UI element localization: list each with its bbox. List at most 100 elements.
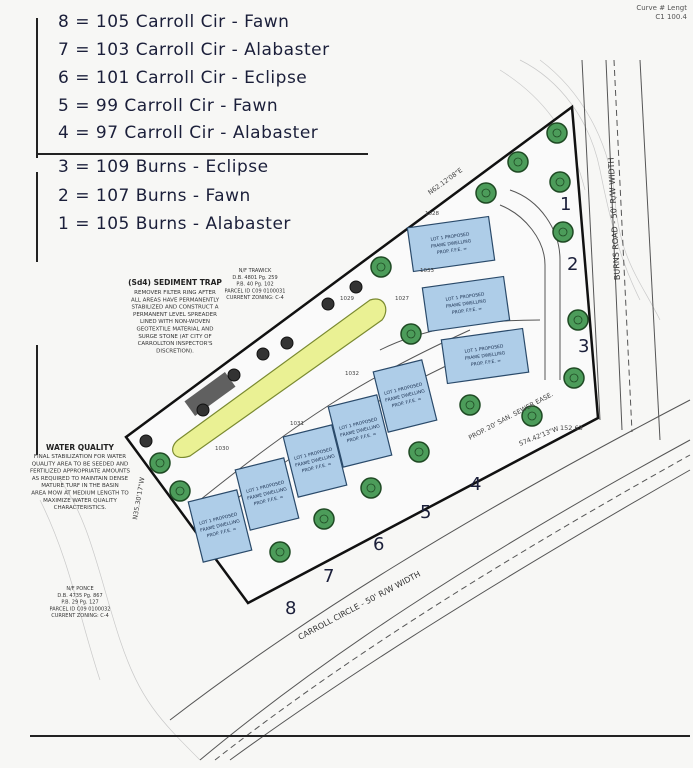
tree-icon <box>549 171 571 193</box>
legend-key: 7 <box>58 40 70 60</box>
house-rect <box>234 457 300 531</box>
small-tree-icon <box>196 403 210 417</box>
legend-key: 5 <box>58 96 70 116</box>
curve-table-line1: Curve # Lengt <box>636 4 687 12</box>
lot-number-6: 6 <box>373 534 384 555</box>
legend-key: 3 <box>58 157 70 177</box>
tree-icon <box>408 441 430 463</box>
trees <box>139 122 589 563</box>
legend-dash: - <box>225 12 245 32</box>
legend-color: Eclipse <box>205 157 269 177</box>
tree-icon <box>567 309 589 331</box>
water-note: WATER QUALITY FINAL STABILIZATION FOR WA… <box>30 443 131 511</box>
note-line: AS REQUIRED TO MAINTAIN DENSE <box>32 476 129 482</box>
legend-key: 6 <box>58 68 70 88</box>
legend-item-4: 4 = 97 Carroll Cir - Alabaster <box>58 123 318 143</box>
contour-label: 1029 <box>340 296 354 302</box>
legend-equals: = <box>69 123 96 143</box>
legend-item-1: 1 = 105 Burns - Alabaster <box>58 214 291 234</box>
bottom-rule <box>30 735 690 737</box>
house-rect <box>440 327 530 385</box>
sediment-note: (Sd4) SEDIMENT TRAP REMOVER FILTER RING … <box>128 278 222 354</box>
tree-icon <box>149 452 171 474</box>
legend-address: 103 Carroll Cir <box>95 40 226 60</box>
note-line: P.B. 40 Pg. 102 <box>236 282 273 288</box>
burns-road <box>581 59 661 441</box>
legend-address: 105 Burns <box>95 214 188 234</box>
legend-dash: - <box>187 214 206 234</box>
hatch-area <box>184 372 236 416</box>
note-line: PARCEL ID C09 0100031 <box>225 288 286 294</box>
legend-item-6: 6 = 101 Carroll Cir - Eclipse <box>58 68 307 88</box>
note-line: FERTILIZED APPROPRIATE AMOUNTS <box>30 469 131 475</box>
tree-icon <box>521 405 543 427</box>
house-label: PROP. F.F.E. = <box>437 246 468 256</box>
note-line: CARROLLTON INSPECTOR'S <box>138 341 213 347</box>
note-line: MATURE TURF IN THE BASIN <box>41 483 119 489</box>
legend-color: Fawn <box>232 96 279 116</box>
house-rect <box>406 215 496 273</box>
small-tree-icon <box>321 297 335 311</box>
house-label: LOT 1 PROPOSED <box>464 343 504 354</box>
legend-equals: = <box>69 186 96 206</box>
house-label: PROP. F.F.E. = <box>452 306 483 316</box>
tree-icon <box>400 323 422 345</box>
note-line: N/F TRAWICK <box>239 268 272 274</box>
note-line: N/F PONCE <box>66 586 93 592</box>
legend-color: Alabaster <box>205 214 291 234</box>
curve-table-line2: C1 100.4 <box>655 13 687 21</box>
contour-label: 1031 <box>290 421 304 427</box>
legend-address: 109 Burns <box>95 157 188 177</box>
legend-dash: - <box>214 96 233 116</box>
legend-address: 101 Carroll Cir <box>95 68 226 88</box>
legend-dash: - <box>214 123 233 143</box>
note-line: REMOVER FILTER RING AFTER <box>134 290 216 296</box>
lot-number-8: 8 <box>285 598 296 619</box>
legend-item-5: 5 = 99 Carroll Cir - Fawn <box>58 96 278 116</box>
legend-equals: = <box>69 12 96 32</box>
bearing-left: N35.30'17"W <box>131 476 146 520</box>
small-tree-icon <box>256 347 270 361</box>
curve-table-header: Curve # Lengt C1 100.4 <box>636 4 687 22</box>
legend-bracket-lower <box>36 345 38 455</box>
legend-color: Eclipse <box>244 68 308 88</box>
note-line: PARCEL ID C09 0100032 <box>50 606 111 612</box>
legend-address: 97 Carroll Cir <box>95 123 215 143</box>
legend-bracket-top <box>36 18 38 158</box>
legend-item-2: 2 = 107 Burns - Fawn <box>58 186 251 206</box>
house-label: LOT 1 PROPOSED <box>445 291 485 302</box>
note-line: CURRENT ZONING: C-4 <box>226 295 284 301</box>
legend-bracket-bottom <box>36 172 38 262</box>
lot-number-1: 1 <box>560 194 571 215</box>
house-rect <box>421 275 511 333</box>
legend-item-3: 3 = 109 Burns - Eclipse <box>58 157 269 177</box>
tree-icon <box>546 122 568 144</box>
contour-label: 1032 <box>345 371 359 377</box>
legend-dash: - <box>187 157 206 177</box>
legend-key: 8 <box>58 12 70 32</box>
lot-number-4: 4 <box>470 474 481 495</box>
contour-label: 1027 <box>395 296 409 302</box>
tree-icon <box>563 367 585 389</box>
contour-label: 1030 <box>215 446 229 452</box>
legend-key: 1 <box>58 214 70 234</box>
note-line: P.B. 29 Pg. 127 <box>61 600 98 606</box>
legend-color: Alabaster <box>244 40 330 60</box>
legend-address: 107 Burns <box>95 186 188 206</box>
legend-equals: = <box>69 157 96 177</box>
note-line: CHARACTERISTICS. <box>54 505 107 511</box>
sediment-title: (Sd4) SEDIMENT TRAP <box>128 278 222 287</box>
tree-icon <box>507 151 529 173</box>
note-line: D.B. 4735 Pg. 867 <box>57 593 102 599</box>
contour-label: 1028 <box>425 211 439 217</box>
sediment-trap <box>172 298 387 458</box>
